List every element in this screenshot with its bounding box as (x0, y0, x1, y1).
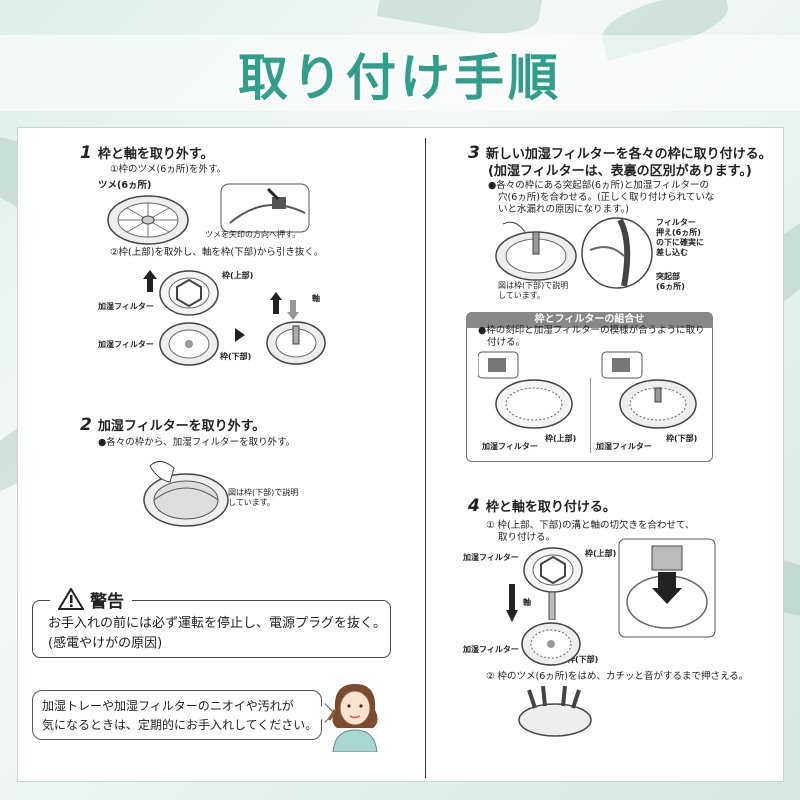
combo-bullet2: 付ける。 (487, 337, 526, 348)
step1-heading-text: 枠と軸を取り外す。 (97, 147, 214, 162)
page-title: 取り付け手順 (238, 49, 562, 107)
step1-frame-illustration (107, 195, 189, 245)
step2-fig-note-1: 図は枠(下部)で説明 (228, 488, 299, 497)
step1-heading: 1 枠と軸を取り外す。 (80, 143, 214, 163)
step1-sub1: ①枠のツメ(6ヵ所)を外す。 (110, 164, 227, 175)
step2-number: 2 (80, 415, 92, 435)
step1-filter2-label: 加湿フィルター (98, 340, 154, 349)
step1-lower-frame (159, 322, 219, 366)
step4-frame-bottom: 枠(下部) (567, 655, 599, 664)
step4-filter-bottom: 加湿フィルター (463, 645, 519, 654)
step3-fig-note-2: しています。 (498, 291, 545, 300)
combo-bullet1: ●枠の刻印と加湿フィルターの模様が合うように取り (478, 325, 705, 336)
step4-axis-illustration (548, 592, 556, 620)
step1-axis-label: 軸 (312, 294, 320, 303)
step4-sub1b: 取り付ける。 (498, 532, 556, 543)
step2-bullet: ●各々の枠から、加湿フィルターを取り外す。 (98, 437, 296, 448)
step1-arrow-note: ツメを矢印の方向へ押す。 (205, 230, 301, 239)
step3-fig-note-1: 図は枠(下部)で説明 (498, 281, 569, 290)
tip-line2: 気になるときは、定期的にお手入れしてください。 (42, 718, 318, 732)
step3-bullet1: ●各々の枠にある突起部(6ヵ所)と加湿フィルターの (488, 180, 710, 191)
step2-heading-text: 加湿フィルターを取り外す。 (97, 419, 266, 434)
step3-callout1: フィルター (656, 218, 696, 227)
warning-line1: お手入れの前には必ず運転を停止し、電源プラグを抜く。 (48, 616, 387, 631)
step3-heading: 3 新しい加湿フィルターを各々の枠に取り付ける。 (468, 143, 772, 163)
play-arrow-icon (235, 328, 245, 342)
combo-divider (590, 378, 591, 453)
combo-right-frame: 枠(下部) (666, 434, 698, 443)
step3-heading2: (加湿フィルターは、表裏の区別があります。) (488, 164, 752, 179)
step1-claw-label: ツメ(6ヵ所) (98, 180, 152, 191)
combo-right-illustration (601, 351, 697, 429)
tip-bubble (32, 690, 322, 740)
column-divider (425, 138, 426, 778)
step3-detail-circle (581, 217, 653, 289)
title-band (0, 35, 800, 111)
step3-frame-illustration (495, 221, 577, 281)
step4-lower-frame (521, 622, 581, 666)
step3-callout3: の下に確実に (656, 238, 704, 247)
arrow-down-icon (506, 584, 518, 622)
tip-body: 加湿トレーや加湿フィルターのニオイや汚れが 気になるときは、定期的にお手入れして… (42, 697, 317, 735)
warning-body: お手入れの前には必ず運転を停止し、電源プラグを抜く。 (感電やけがの原因) (48, 614, 386, 654)
step3-callout2: 押え(6ヵ所) (656, 228, 701, 237)
step1-sub2: ②枠(上部)を取外し、軸を枠(下部)から引き抜く。 (110, 247, 324, 258)
up-down-arrows-icon (270, 292, 299, 320)
step3-heading-text: 新しい加湿フィルターを各々の枠に取り付ける。 (485, 147, 772, 162)
step4-filter-top: 加湿フィルター (463, 553, 519, 562)
combo-right-filter: 加湿フィルター (596, 442, 652, 451)
step1-claw-detail (220, 183, 310, 233)
step4-sub2: ② 枠のツメ(6ヵ所)をはめ、カチッと音がするまで押さえる。 (486, 671, 749, 682)
step4-press-illustration (518, 686, 592, 737)
step3-bullet2: 穴(6ヵ所)を合わせる。(正しく取り付けられていな (498, 192, 715, 203)
woman-character-illustration (327, 684, 378, 752)
step4-upper-frame (523, 547, 583, 593)
combo-left-filter: 加湿フィルター (482, 442, 538, 451)
step1-frame-bottom-label: 枠(下部) (220, 352, 252, 361)
step4-sub1: ① 枠(上部、下部)の溝と軸の切欠きを合わせて、 (486, 520, 695, 531)
step3-bullet3: いと水漏れの原因になります。) (498, 204, 630, 215)
warning-triangle-icon (58, 588, 84, 610)
step1-filter-label: 加湿フィルター (98, 302, 154, 311)
step1-number: 1 (80, 143, 92, 163)
step4-number: 4 (468, 496, 480, 516)
arrow-up-icon (143, 270, 157, 292)
step3-protrusion1: 突起部 (656, 272, 680, 281)
step4-detail-box (618, 538, 716, 638)
step2-heading: 2 加湿フィルターを取り外す。 (80, 415, 265, 435)
step4-heading-text: 枠と軸を取り付ける。 (485, 500, 616, 515)
step2-filter-removal (143, 461, 229, 527)
combo-left-frame: 枠(上部) (545, 434, 577, 443)
warning-line2: (感電やけがの原因) (48, 636, 163, 651)
step3-number: 3 (468, 143, 480, 163)
warning-title: 警告 (90, 591, 124, 612)
step1-assembled-frame (266, 321, 326, 365)
tip-line1: 加湿トレーや加湿フィルターのニオイや汚れが (42, 699, 294, 713)
step4-heading: 4 枠と軸を取り付ける。 (468, 496, 616, 516)
step4-axis-label: 軸 (523, 598, 531, 607)
step3-protrusion2: (6ヵ所) (656, 282, 685, 291)
step1-frame-top-label: 枠(上部) (222, 271, 254, 280)
combo-title: 枠とフィルターの組合せ (466, 312, 713, 328)
step1-upper-frame (159, 270, 219, 316)
warning-header: 警告 (50, 586, 132, 612)
step4-frame-top: 枠(上部) (585, 549, 617, 558)
step2-fig-note-2: しています。 (228, 498, 275, 507)
combo-left-illustration (478, 351, 573, 429)
step3-callout4: 差し込む (656, 248, 688, 257)
